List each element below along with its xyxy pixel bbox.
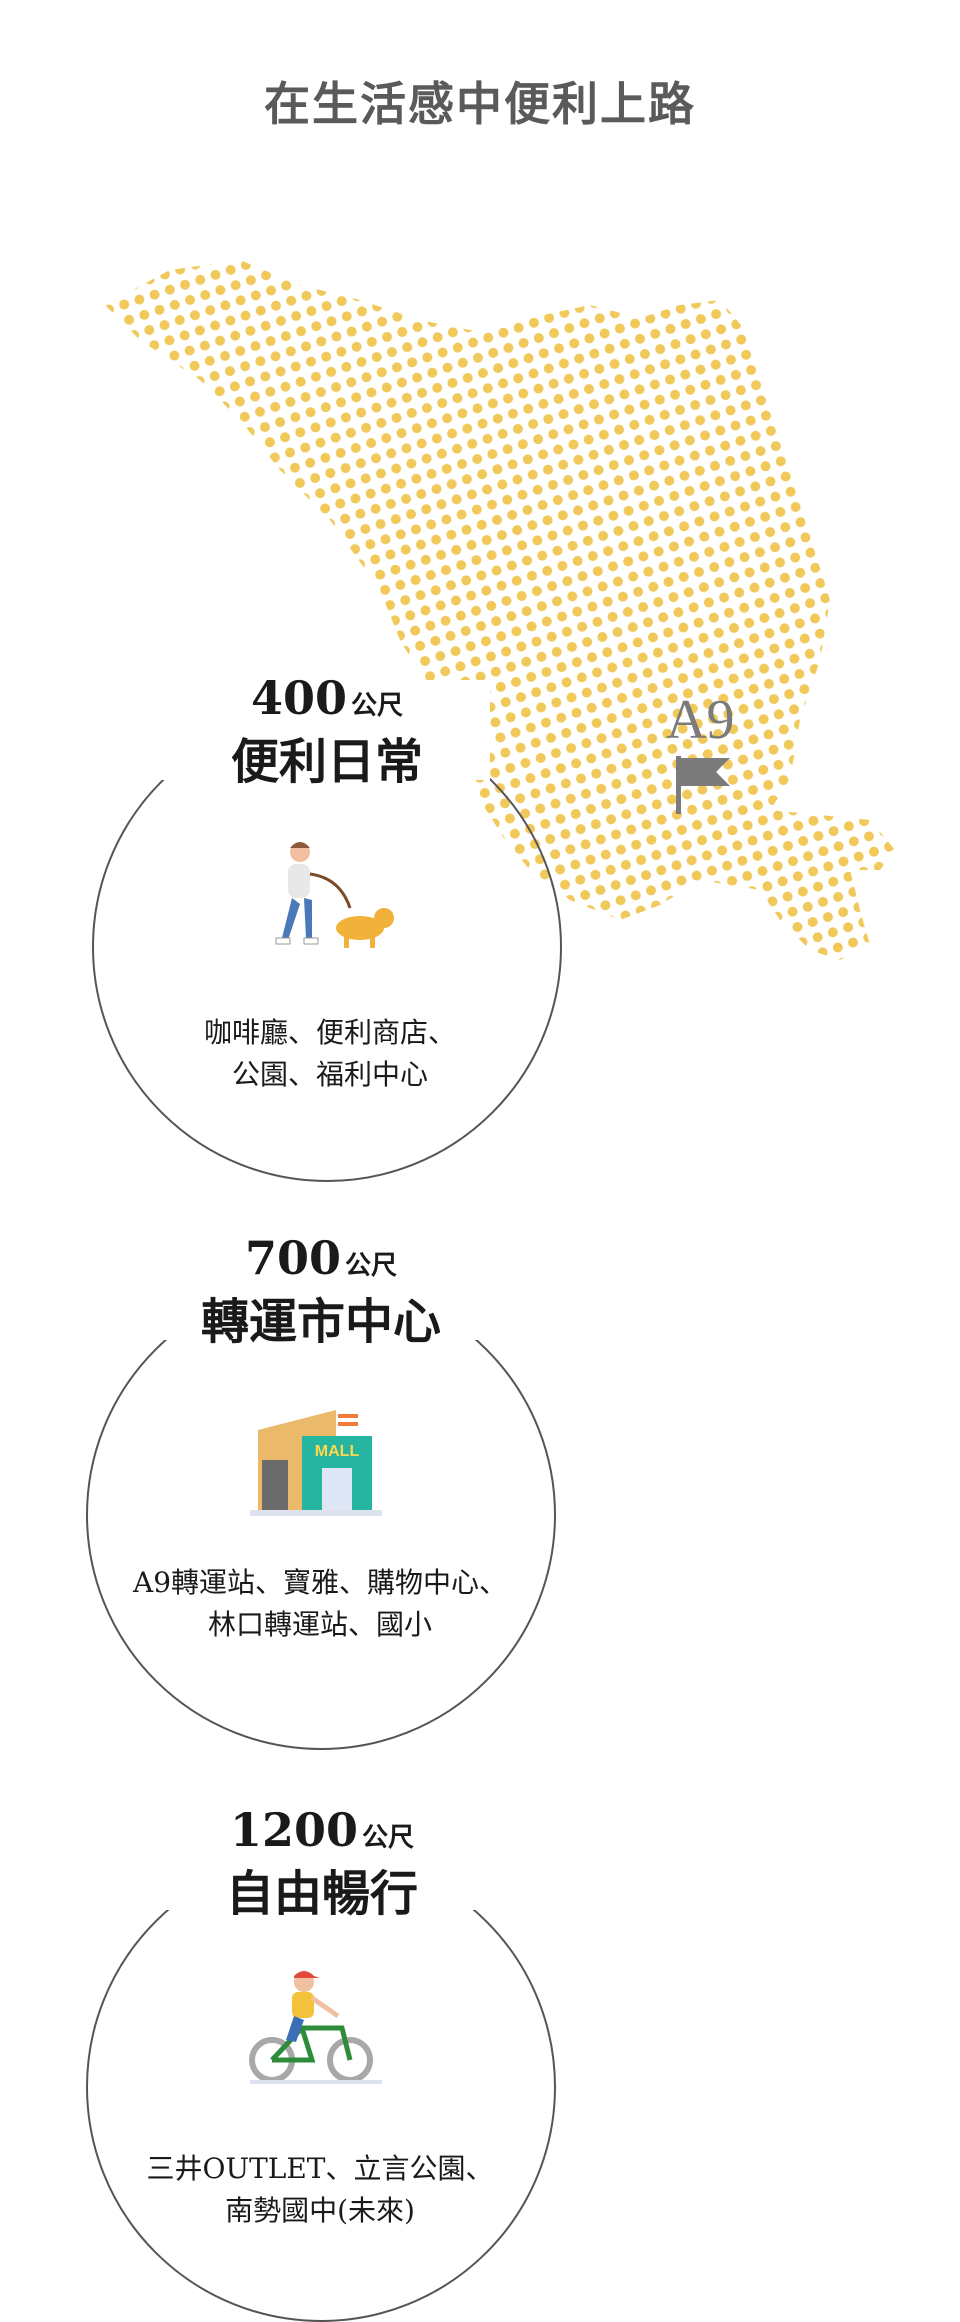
nearby-list: A9轉運站、寶雅、購物中心、 林口轉運站、國小	[132, 1566, 508, 1641]
page-title: 在生活感中便利上路	[264, 77, 696, 131]
section-name: 轉運市中心	[200, 1294, 441, 1350]
dog-walker-icon	[275, 842, 394, 948]
mall-sign: MALL	[315, 1443, 360, 1460]
distance-value: 1200	[229, 1803, 358, 1857]
station-label: A9	[666, 689, 735, 751]
section-name: 便利日常	[230, 734, 423, 790]
flag-icon	[676, 756, 730, 814]
distance-value: 700	[244, 1231, 341, 1285]
distance-unit: 公尺	[351, 691, 404, 721]
nearby-list: 咖啡廳、便利商店、 公園、福利中心	[203, 1016, 456, 1091]
distance-unit: 公尺	[362, 1823, 415, 1853]
distance-value: 400	[250, 671, 347, 725]
section-name: 自由暢行	[225, 1866, 418, 1922]
cyclist-icon	[249, 1971, 382, 2084]
nearby-list: 三井OUTLET、立言公園、 南勢國中(未來)	[146, 2152, 494, 2227]
mall-icon: MALL	[250, 1410, 382, 1516]
distance-unit: 公尺	[345, 1251, 398, 1281]
